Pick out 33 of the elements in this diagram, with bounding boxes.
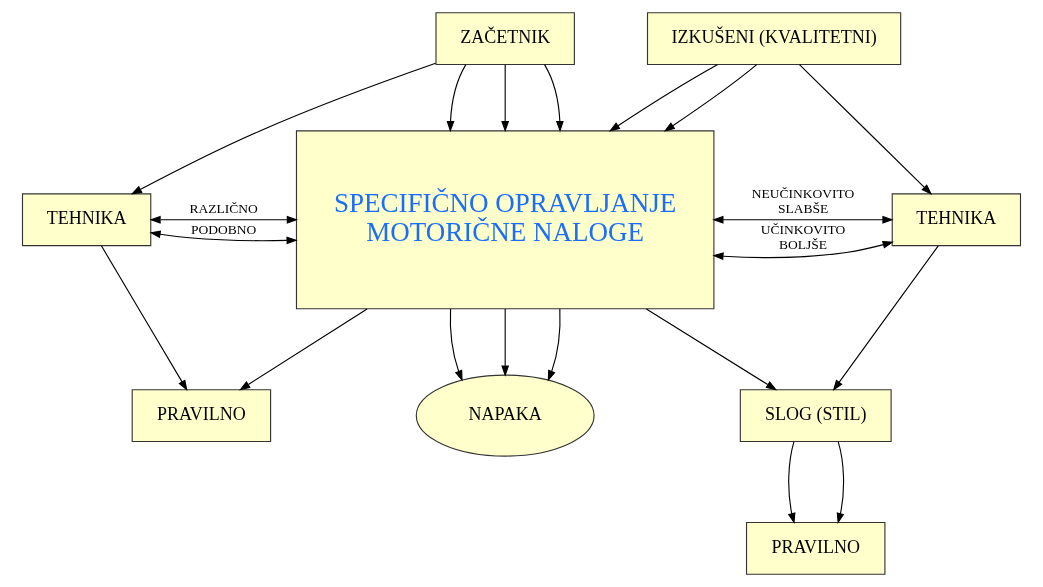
arrow: [544, 64, 564, 133]
node-box: IZKUŠENI (KVALITETNI): [646, 12, 902, 66]
node-box: SLOG (STIL): [739, 389, 892, 443]
edge-label: RAZLIČNO: [189, 200, 258, 216]
arrow: [449, 308, 463, 382]
edge-label: PODOBNO: [190, 221, 257, 237]
arrow: [798, 64, 933, 195]
node-box: PRAVILNO: [745, 521, 886, 575]
arrow: [501, 64, 510, 133]
arrow: [832, 245, 939, 392]
arrow: [100, 245, 188, 392]
arrow: [836, 441, 845, 525]
edge-label: NEUČINKOVITO SLABŠE: [751, 185, 855, 216]
arrow: [608, 64, 718, 132]
arrow: [446, 64, 467, 133]
node-box: PRAVILNO: [131, 389, 272, 443]
node-box: SPECIFIČNO OPRAVLJANJE MOTORIČNE NALOGE: [295, 130, 715, 310]
arrow: [501, 308, 510, 377]
node-box: TEHNIKA: [21, 193, 152, 247]
node-ellipse: NAPAKA: [415, 374, 595, 457]
arrow: [149, 215, 299, 224]
arrow: [712, 215, 894, 224]
arrow: [712, 240, 894, 261]
arrow: [663, 64, 758, 132]
arrow: [239, 308, 368, 391]
arrow: [130, 62, 437, 195]
arrow: [787, 441, 796, 525]
arrow: [645, 308, 778, 391]
edge-label: UČINKOVITO BOLJŠE: [760, 221, 846, 252]
node-box: TEHNIKA: [891, 193, 1022, 247]
node-box: ZAČETNIK: [435, 12, 575, 66]
arrow: [149, 230, 298, 245]
arrow: [547, 308, 561, 382]
